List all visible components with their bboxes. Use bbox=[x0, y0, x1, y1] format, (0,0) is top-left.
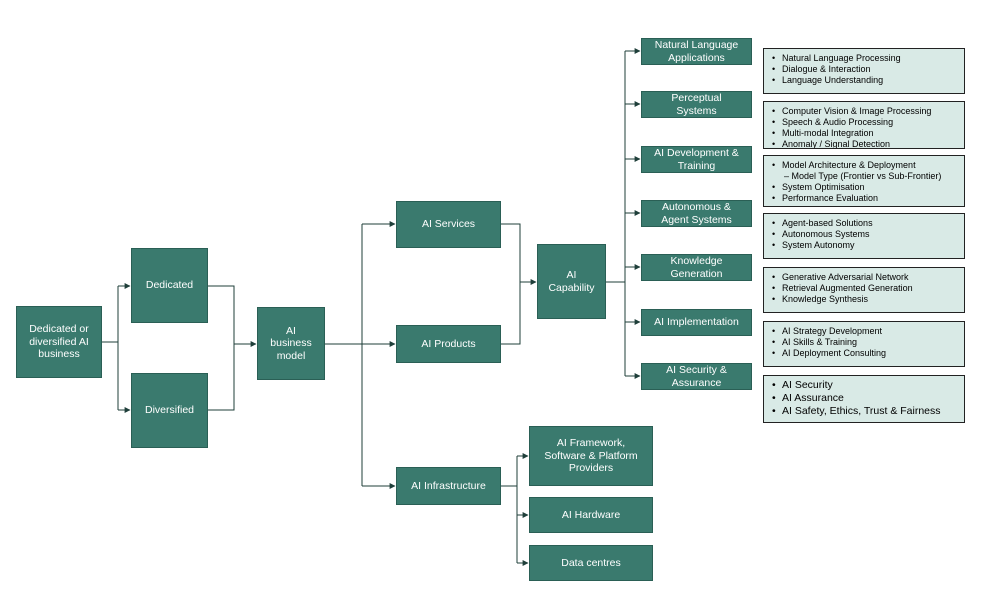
node-dedicated: Dedicated bbox=[131, 248, 208, 323]
detail-item: AI Skills & Training bbox=[772, 337, 958, 348]
capability-natural-language: Natural Language Applications bbox=[641, 38, 752, 65]
detail-perceptual: Computer Vision & Image Processing Speec… bbox=[763, 101, 965, 149]
connector-4 bbox=[208, 285, 235, 411]
node-diversified: Diversified bbox=[131, 373, 208, 448]
detail-item: Computer Vision & Image Processing bbox=[772, 106, 958, 117]
detail-item: AI Deployment Consulting bbox=[772, 348, 958, 359]
detail-item: AI Safety, Ethics, Trust & Fairness bbox=[772, 405, 958, 418]
detail-subitem: – Model Type (Frontier vs Sub-Frontier) bbox=[784, 170, 942, 181]
node-ai-framework: AI Framework, Software & Platform Provid… bbox=[529, 426, 653, 486]
detail-item: Multi-modal Integration bbox=[772, 128, 958, 139]
node-ai-infrastructure: AI Infrastructure bbox=[396, 467, 501, 505]
detail-item: Anomaly / Signal Detection bbox=[772, 139, 958, 148]
detail-item: Performance Evaluation bbox=[772, 193, 958, 204]
node-ai-products: AI Products bbox=[396, 325, 501, 363]
detail-item: Natural Language Processing bbox=[772, 53, 958, 64]
capability-implementation: AI Implementation bbox=[641, 309, 752, 336]
detail-security: AI Security AI Assurance AI Safety, Ethi… bbox=[763, 375, 965, 423]
detail-item: Knowledge Synthesis bbox=[772, 294, 958, 305]
node-ai-services: AI Services bbox=[396, 201, 501, 248]
node-data-centres: Data centres bbox=[529, 545, 653, 581]
detail-natural-language: Natural Language Processing Dialogue & I… bbox=[763, 48, 965, 94]
detail-item: AI Security bbox=[772, 379, 958, 392]
capability-development: AI Development & Training bbox=[641, 146, 752, 173]
detail-item: Model Architecture & Deployment bbox=[772, 160, 958, 171]
detail-item: System Autonomy bbox=[772, 240, 958, 251]
detail-item: Autonomous Systems bbox=[772, 229, 958, 240]
detail-development: Model Architecture & Deployment – Model … bbox=[763, 155, 965, 207]
detail-item: Speech & Audio Processing bbox=[772, 117, 958, 128]
detail-item: System Optimisation bbox=[772, 182, 958, 193]
capability-perceptual: Perceptual Systems bbox=[641, 91, 752, 118]
detail-knowledge: Generative Adversarial Network Retrieval… bbox=[763, 267, 965, 313]
detail-item: Language Understanding bbox=[772, 75, 958, 86]
detail-item: AI Strategy Development bbox=[772, 326, 958, 337]
detail-item: Agent-based Solutions bbox=[772, 218, 958, 229]
detail-item: Retrieval Augmented Generation bbox=[772, 283, 958, 294]
detail-item: AI Assurance bbox=[772, 392, 958, 405]
node-root: Dedicated or diversified AI business bbox=[16, 306, 102, 378]
connector-11 bbox=[501, 223, 521, 345]
capability-knowledge: Knowledge Generation bbox=[641, 254, 752, 281]
capability-security: AI Security & Assurance bbox=[641, 363, 752, 390]
detail-autonomous: Agent-based Solutions Autonomous Systems… bbox=[763, 213, 965, 259]
detail-implementation: AI Strategy Development AI Skills & Trai… bbox=[763, 321, 965, 367]
detail-item: Generative Adversarial Network bbox=[772, 272, 958, 283]
node-ai-capability: AI Capability bbox=[537, 244, 606, 319]
detail-item: Dialogue & Interaction bbox=[772, 64, 958, 75]
capability-autonomous: Autonomous & Agent Systems bbox=[641, 200, 752, 227]
node-ai-hardware: AI Hardware bbox=[529, 497, 653, 533]
node-business-model: AI business model bbox=[257, 307, 325, 380]
